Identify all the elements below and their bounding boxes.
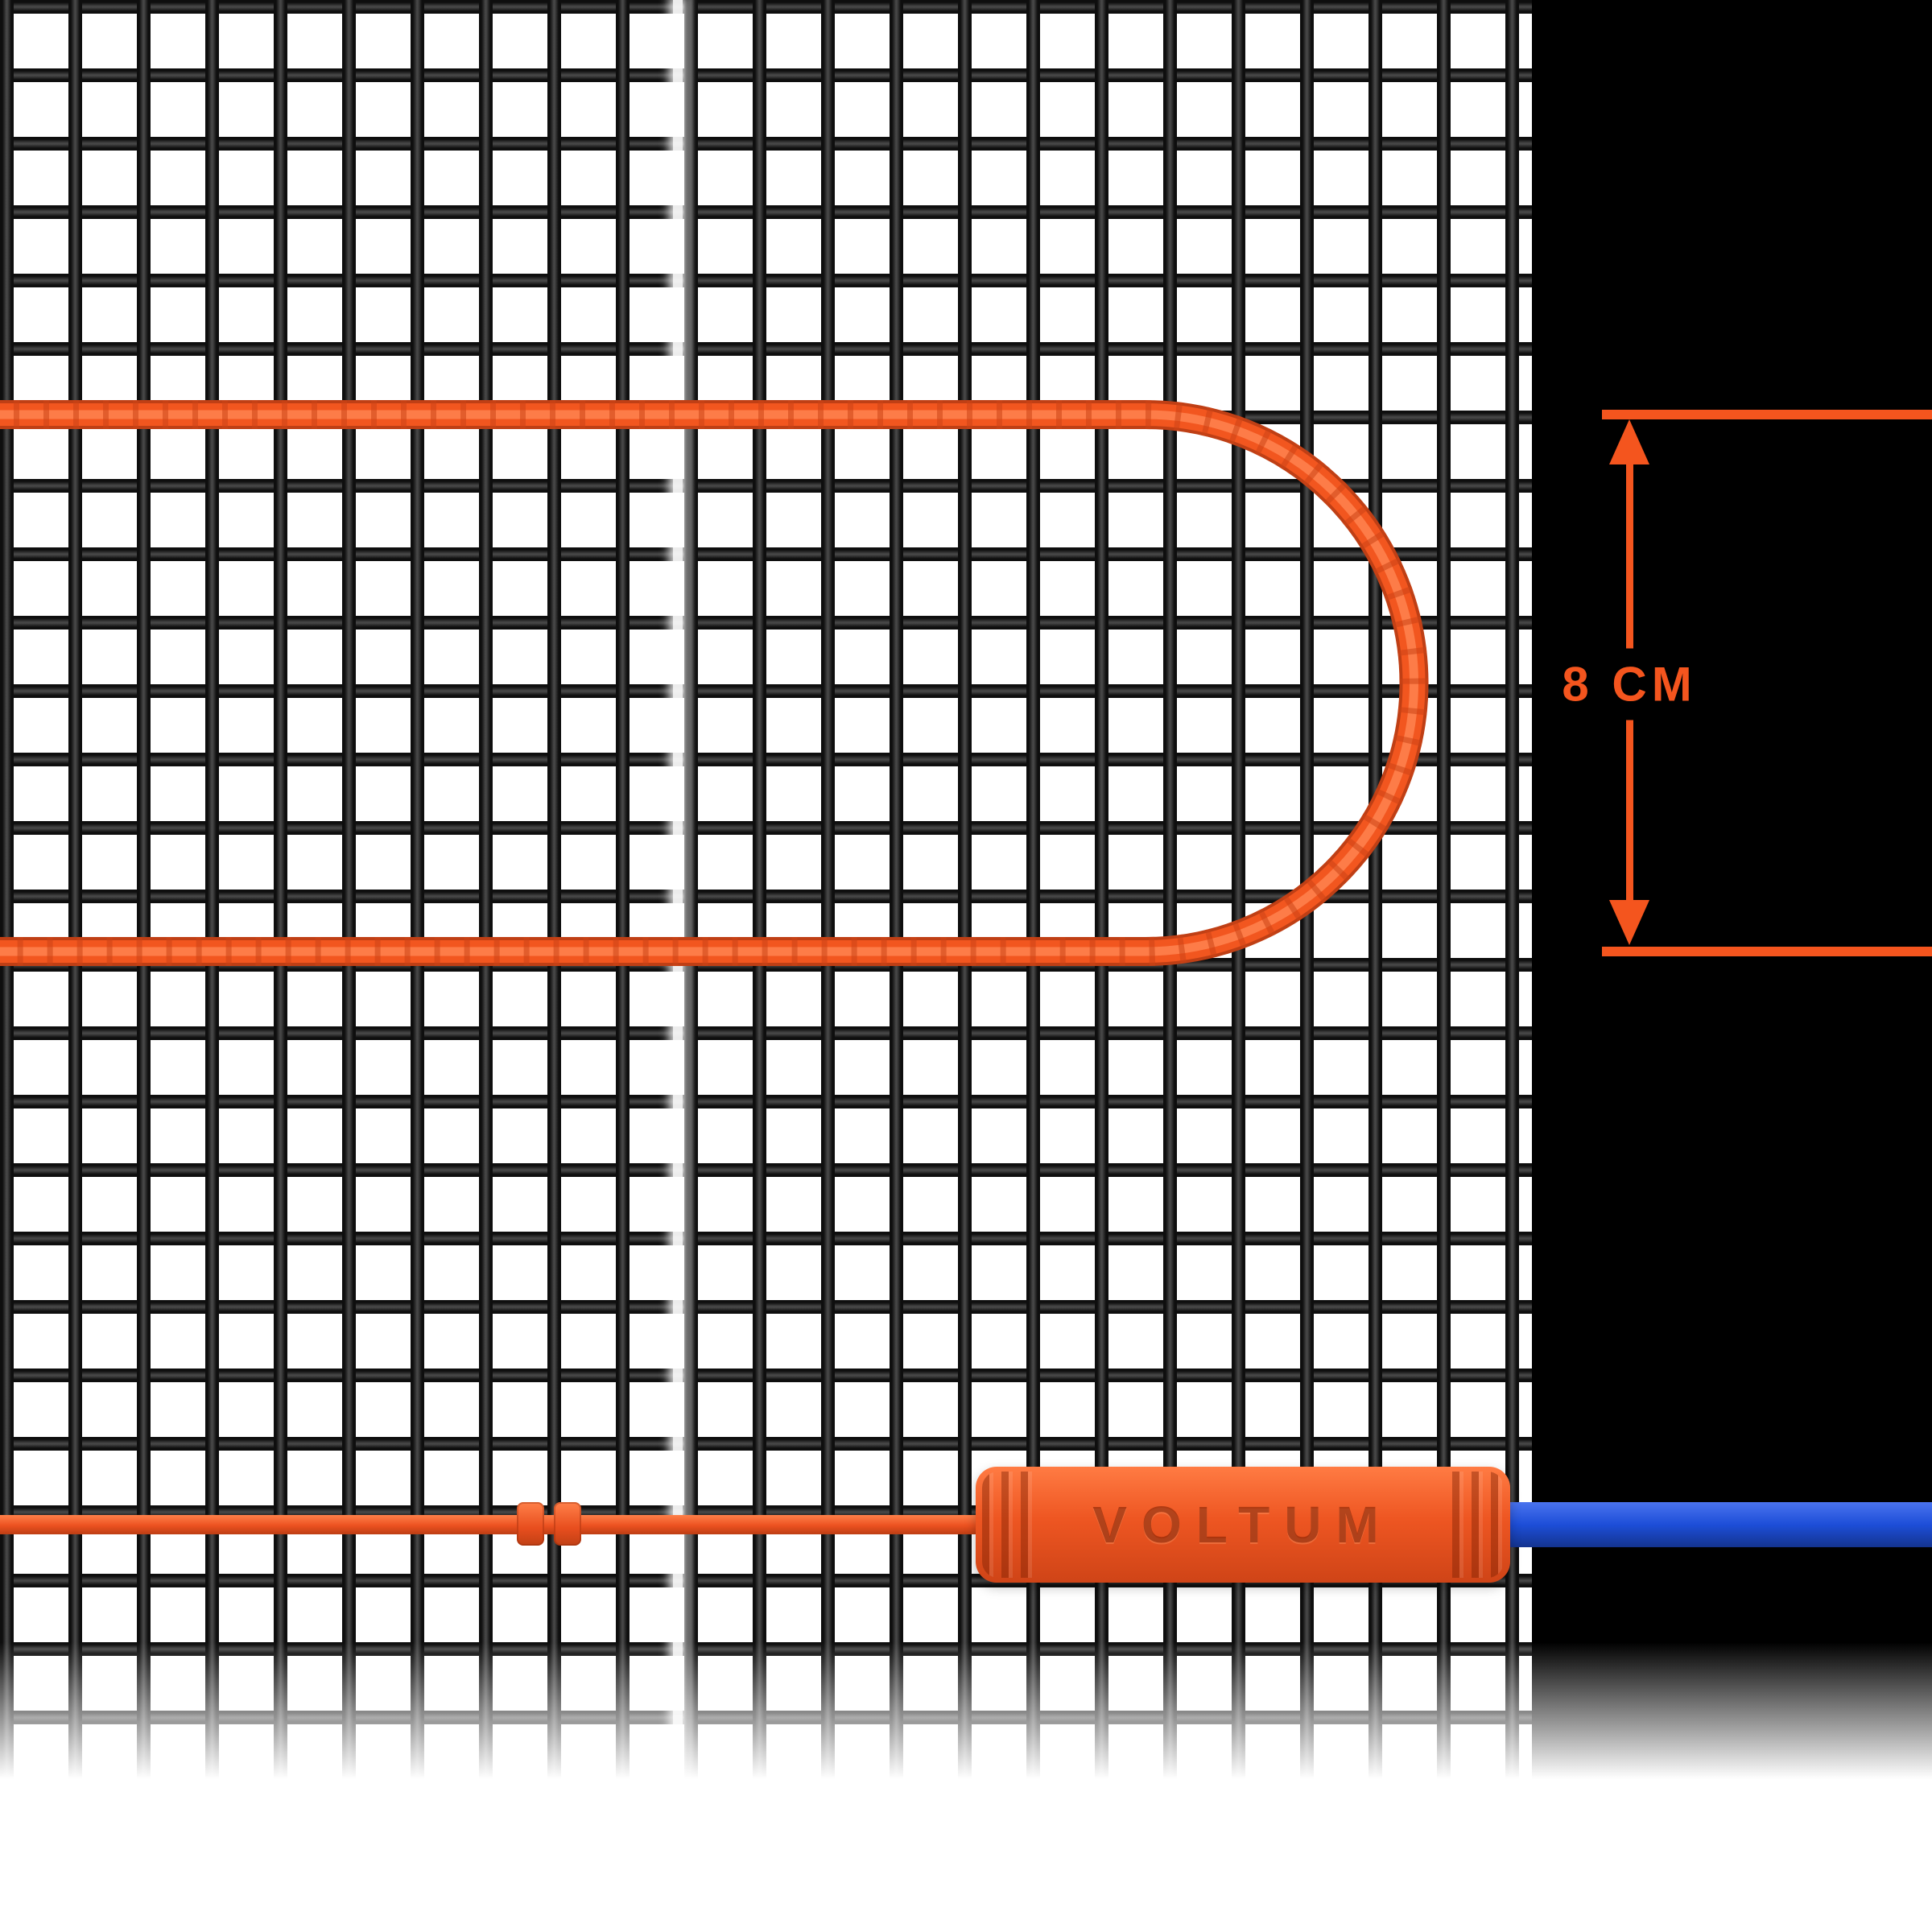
brand-label: VOLTUM <box>1092 1496 1393 1554</box>
heating-cable-body <box>0 403 1426 963</box>
connector-rib-left <box>982 1472 1034 1578</box>
dimension-label: 8 CM <box>1554 648 1705 720</box>
heating-cable-outline <box>0 400 1429 966</box>
heating-cable-sheen <box>0 410 1418 956</box>
cable-splice-clip-left <box>517 1502 544 1546</box>
connector-rib-right <box>1452 1472 1504 1578</box>
cable-spiral-texture <box>0 400 1429 966</box>
dimension-extension-line-top <box>1602 410 1932 419</box>
dimension-extension-line-bottom <box>1602 947 1932 956</box>
black-backdrop-panel <box>1532 0 1932 1794</box>
cold-lead-cable <box>0 1515 1014 1534</box>
cable-splice-clip-right <box>554 1502 581 1546</box>
mesh-highlight-streak <box>673 0 683 1794</box>
mesh-bottom-fade <box>0 1642 1932 1803</box>
brand-connector-sleeve: VOLTUM <box>976 1467 1510 1583</box>
power-cord-blue <box>1481 1502 1932 1547</box>
dimension-arrow-up-icon <box>1609 419 1649 464</box>
dimension-arrow-down-icon <box>1609 900 1649 945</box>
